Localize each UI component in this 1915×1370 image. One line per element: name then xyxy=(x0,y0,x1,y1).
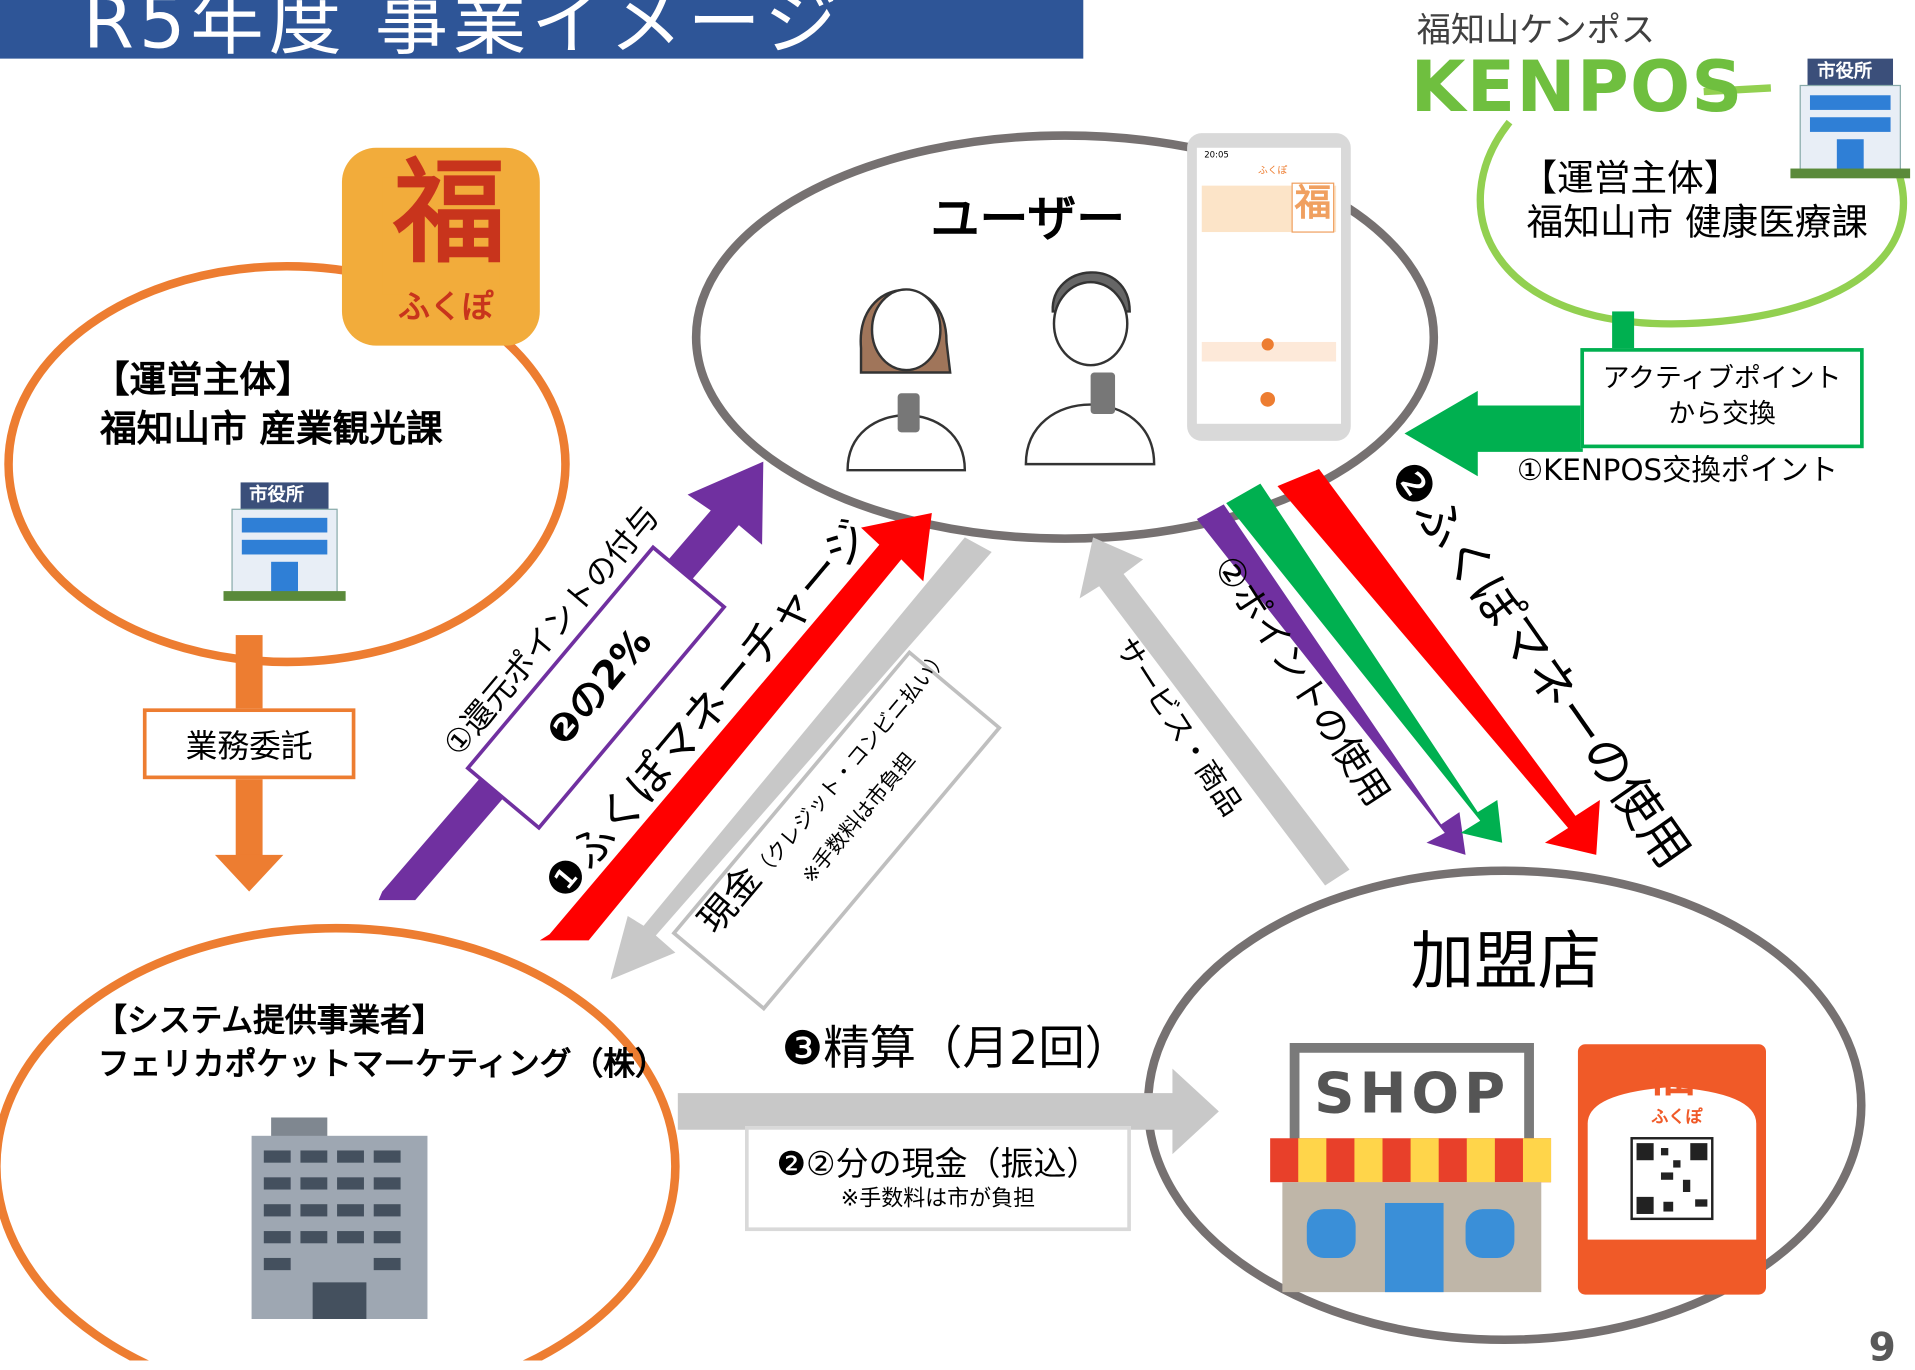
operator-name: 福知山市 産業観光課 xyxy=(100,407,443,451)
office-building-icon xyxy=(251,1117,428,1320)
store-qr-sign xyxy=(1577,1044,1766,1295)
transfer-label: ❷②分の現金（振込） xyxy=(776,1145,1100,1184)
kenpos-exchange-box: アクティブポイント から交換 xyxy=(1580,348,1864,449)
fukupo-app-icon xyxy=(341,147,540,346)
service-arrow xyxy=(1079,537,1350,886)
settlement-arrow xyxy=(677,1068,1219,1155)
cash-label-box xyxy=(671,649,1002,1012)
kenpos-stem xyxy=(1612,311,1635,351)
kenpos-subtitle: 福知山ケンポス xyxy=(1416,9,1656,51)
kenpos-city-hall-sign: 市役所 xyxy=(1817,59,1873,82)
operator-circle xyxy=(4,261,570,667)
shop-icon xyxy=(1270,1042,1552,1293)
operator-city-hall-icon xyxy=(223,482,346,601)
kenpos-exchange-line2: から交換 xyxy=(1668,399,1776,430)
outsourcing-box: 業務委託 xyxy=(142,708,356,780)
point-use-arrow-green xyxy=(1226,483,1503,843)
operator-label: 【運営主体】 xyxy=(92,359,313,402)
kenpos-operator-label: 【運営主体】 xyxy=(1520,157,1741,201)
page-number: 9 xyxy=(1868,1323,1896,1370)
kenpos-operator-name: 福知山市 健康医療課 xyxy=(1526,201,1869,245)
kenpos-logo-connector xyxy=(1703,84,1772,96)
phone-header: ふくぽ xyxy=(1257,164,1288,176)
store-label: 加盟店 xyxy=(1410,925,1602,1000)
operator-city-hall-sign: 市役所 xyxy=(249,483,305,506)
transfer-box: ❷②分の現金（振込） ※手数料は市が負担 xyxy=(744,1126,1131,1232)
phone-card-char: 福 xyxy=(1294,181,1332,225)
settlement-label: ❸精算（月2回） xyxy=(781,1021,1132,1075)
outsourcing-arrow-head xyxy=(214,854,284,892)
outsourcing-label: 業務委託 xyxy=(185,728,313,766)
user-man-illustration xyxy=(1024,271,1156,466)
title-banner: R5年度 事業イメージ xyxy=(0,0,1084,59)
qr-sign-char: 福 xyxy=(1646,1046,1696,1103)
point-use-arrow-purple xyxy=(1196,504,1466,855)
phone-time: 20:05 xyxy=(1204,150,1229,160)
kenpos-logo: KENPOS xyxy=(1410,45,1744,129)
user-woman-illustration xyxy=(846,288,967,472)
page-title: R5年度 事業イメージ xyxy=(83,0,843,59)
point-rate-box xyxy=(465,544,727,831)
app-icon-caption: ふくぽ xyxy=(398,289,494,327)
transfer-note: ※手数料は市が負担 xyxy=(840,1185,1036,1212)
money-charge-arrow xyxy=(539,512,932,941)
kenpos-arrow xyxy=(1404,390,1583,477)
kenpos-city-hall-icon xyxy=(1790,58,1911,179)
shop-sign: SHOP xyxy=(1314,1060,1511,1127)
phone-illustration xyxy=(1187,133,1351,441)
user-label: ユーザー xyxy=(930,191,1126,248)
qr-sign-caption: ふくぽ xyxy=(1651,1107,1703,1128)
kenpos-circle xyxy=(1476,119,1908,328)
cash-arrow xyxy=(610,537,992,980)
system-provider-name: フェリカポケットマーケティング（株） xyxy=(97,1046,667,1084)
app-icon-char: 福 xyxy=(393,147,506,279)
kenpos-exchange-line1: アクティブポイント xyxy=(1602,364,1842,395)
kenpos-exchange-caption: ①KENPOS交換ポイント xyxy=(1516,453,1839,488)
money-use-arrow xyxy=(1277,468,1600,855)
system-provider-label: 【システム提供事業者】 xyxy=(95,1002,444,1040)
